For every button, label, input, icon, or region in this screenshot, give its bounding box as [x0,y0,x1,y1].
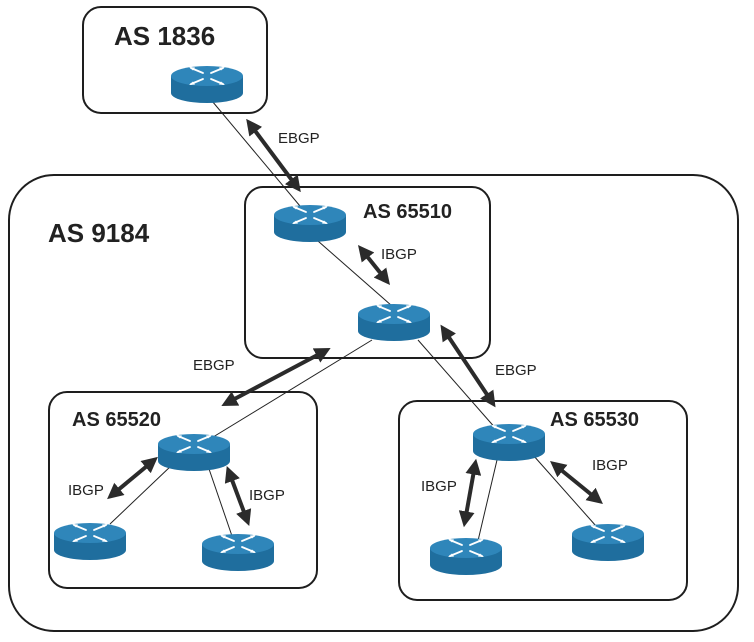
as1836-title: AS 1836 [114,21,215,51]
as65530-title: AS 65530 [550,409,639,431]
ibgp-65530-right-label: IBGP [592,457,628,474]
ibgp-65530-left-label: IBGP [421,478,457,495]
ibgp-65520-right-label: IBGP [249,487,285,504]
router-icon [357,303,431,342]
as9184-title: AS 9184 [48,218,150,248]
router-icon [273,204,347,243]
router-icon [157,433,231,472]
ibgp-65520-left-label: IBGP [68,482,104,499]
as65510-title: AS 65510 [363,201,452,223]
router-icon [429,537,503,576]
session-arrow-ibgp-65520-left [107,456,158,500]
ebgp-top-label: EBGP [278,130,320,147]
session-arrow-ebgp-top [246,118,301,193]
as65520-title: AS 65520 [72,409,161,431]
link-65530a-65530b [476,459,498,546]
router-icon [201,533,275,572]
router-icon [472,423,546,462]
ebgp-right-label: EBGP [495,362,537,379]
router-icon [170,65,244,104]
ebgp-left-label: EBGP [193,357,235,374]
session-arrow-ebgp-right [440,324,496,408]
link-65510a-65510b [309,233,393,307]
session-arrow-ibgp-65530-right [550,460,603,505]
session-arrow-ibgp-65510 [358,245,390,285]
session-arrow-ibgp-65520-right [224,466,252,526]
session-arrow-ibgp-65530-left [458,458,482,528]
router-icon [571,523,645,562]
session-arrow-ebgp-left [221,348,331,406]
router-icon [53,522,127,561]
ibgp-65510-label: IBGP [381,246,417,263]
